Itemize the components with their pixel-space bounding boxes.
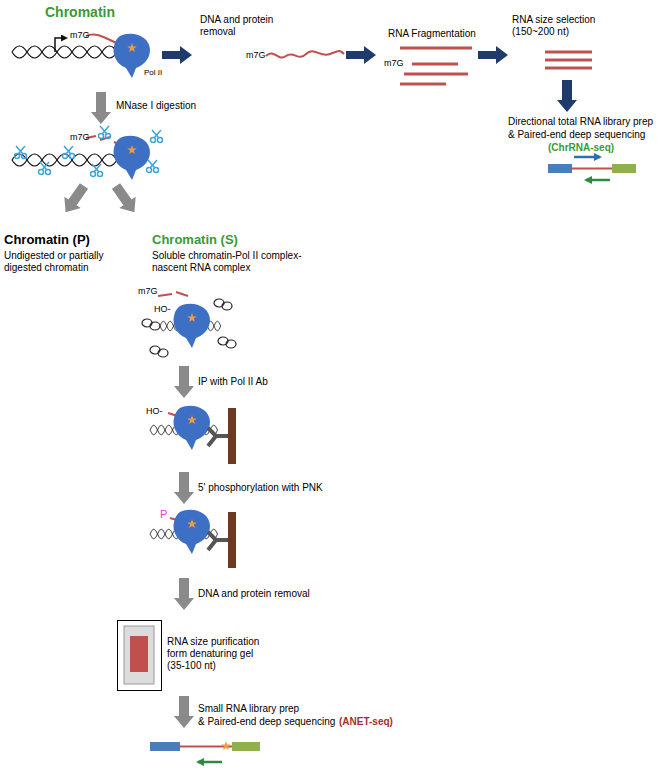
process-arrow: [478, 46, 508, 64]
size-selected-rna: [545, 59, 592, 62]
phosphate-label: P: [160, 508, 167, 521]
rna-fragments: [400, 47, 472, 50]
fraction-title: Chromatin (P): [4, 232, 90, 248]
digested-chromatin: [91, 164, 103, 177]
digested-chromatin: [63, 146, 75, 159]
end-label: HO-: [146, 406, 163, 417]
fraction-note: Soluble chromatin-Pol II complex- nascen…: [152, 250, 327, 274]
rna-fragments: [400, 83, 446, 86]
chromatin-illustration: [55, 38, 66, 52]
digested-chromatin: [114, 136, 151, 180]
process-arrow: [174, 578, 194, 610]
step-label: 5' phosphorylation with PNK: [198, 482, 323, 494]
digested-chromatin: [39, 162, 51, 175]
process-arrow: [162, 46, 192, 64]
sequencing-read: [198, 761, 222, 764]
step-label: IP with Pol II Ab: [198, 376, 268, 388]
fraction-note: Undigested or partially digested chromat…: [4, 250, 144, 274]
chromatin-illustration: [12, 34, 150, 78]
process-arrow: [174, 472, 194, 504]
gel-box: [130, 636, 148, 672]
soluble-complex: [176, 292, 188, 296]
phosphorylated-complex: [174, 510, 211, 554]
sequencing-read: [586, 179, 610, 182]
rna-fragments: [400, 48, 472, 84]
process-arrow: [557, 80, 577, 112]
size-selected-rna: [545, 51, 592, 54]
soluble-complex: [218, 337, 236, 348]
step-label: DNA and protein removal: [198, 588, 310, 600]
soluble-complex: [142, 319, 160, 330]
rna-fragments: [412, 63, 458, 66]
process-arrow: [174, 366, 194, 398]
split-arrow: [57, 180, 142, 218]
step-label: MNase I digestion: [116, 100, 196, 112]
split-arrow: [57, 180, 92, 218]
end-label: HO-: [154, 304, 171, 315]
rna-strand: [266, 51, 344, 58]
phosphorylated-complex: [228, 512, 236, 568]
process-arrow: [162, 46, 577, 112]
digested-chromatin: [12, 126, 163, 180]
method-name: (ANET-seq): [339, 716, 393, 728]
cap-label: m7G: [246, 50, 266, 61]
soluble-complex: [142, 292, 236, 357]
cap-label: m7G: [138, 286, 158, 297]
ip-complex: [174, 406, 211, 450]
sequencing-read: [232, 742, 260, 751]
step-label: Small RNA library prep: [198, 703, 299, 715]
sequencing-read: [150, 741, 260, 762]
size-selected-rna: [545, 52, 592, 68]
sequencing-read: [548, 164, 572, 173]
ip-complex: [208, 428, 228, 446]
phosphorylated-complex: [208, 532, 228, 550]
enzyme-label: Pol II: [144, 68, 162, 78]
step-label: RNA size selection (150~200 nt): [512, 14, 616, 38]
soluble-complex: [158, 294, 172, 296]
process-arrow: [174, 696, 194, 728]
soluble-complex: [174, 304, 211, 348]
digested-chromatin: [15, 146, 27, 159]
ip-complex: [228, 408, 236, 464]
section-title: Chromatin: [45, 4, 115, 21]
size-selected-rna: [545, 67, 592, 70]
digested-chromatin: [151, 130, 163, 143]
sequencing-read: [150, 742, 180, 751]
gel-box: [118, 621, 162, 691]
step-label: RNA Fragmentation: [388, 28, 476, 40]
fraction-title: Chromatin (S): [152, 232, 238, 248]
soluble-complex: [150, 346, 168, 357]
sequencing-read: [572, 168, 612, 170]
step-label: Directional total RNA library prep: [508, 116, 653, 128]
soluble-complex: [214, 299, 232, 310]
sequencing-read: [574, 156, 600, 159]
step-label: DNA and protein removal: [200, 14, 292, 38]
cap-label: m7G: [70, 30, 90, 41]
cap-label: m7G: [384, 58, 404, 69]
rna-fragments: [404, 73, 468, 76]
process-arrow: [91, 92, 111, 124]
sequencing-read: [612, 164, 636, 173]
sequencing-read: [548, 157, 636, 180]
process-arrow: [346, 46, 376, 64]
step-label: & Paired-end deep sequencing: [508, 129, 645, 141]
gel-step-node: RNA size purification form denaturing ge…: [117, 620, 287, 692]
gel-box: [124, 626, 154, 684]
digested-chromatin: [99, 126, 111, 139]
step-label: & Paired-end deep sequencing: [198, 716, 335, 728]
cap-label: m7G: [70, 132, 90, 143]
split-arrow: [108, 180, 143, 218]
gel-box: [118, 621, 162, 691]
digested-chromatin: [147, 160, 159, 173]
method-name: (ChrRNA-seq): [548, 142, 614, 154]
sequencing-read: [221, 741, 231, 750]
ip-complex: [150, 406, 236, 464]
node-text: RNA size purification form denaturing ge…: [167, 636, 267, 672]
